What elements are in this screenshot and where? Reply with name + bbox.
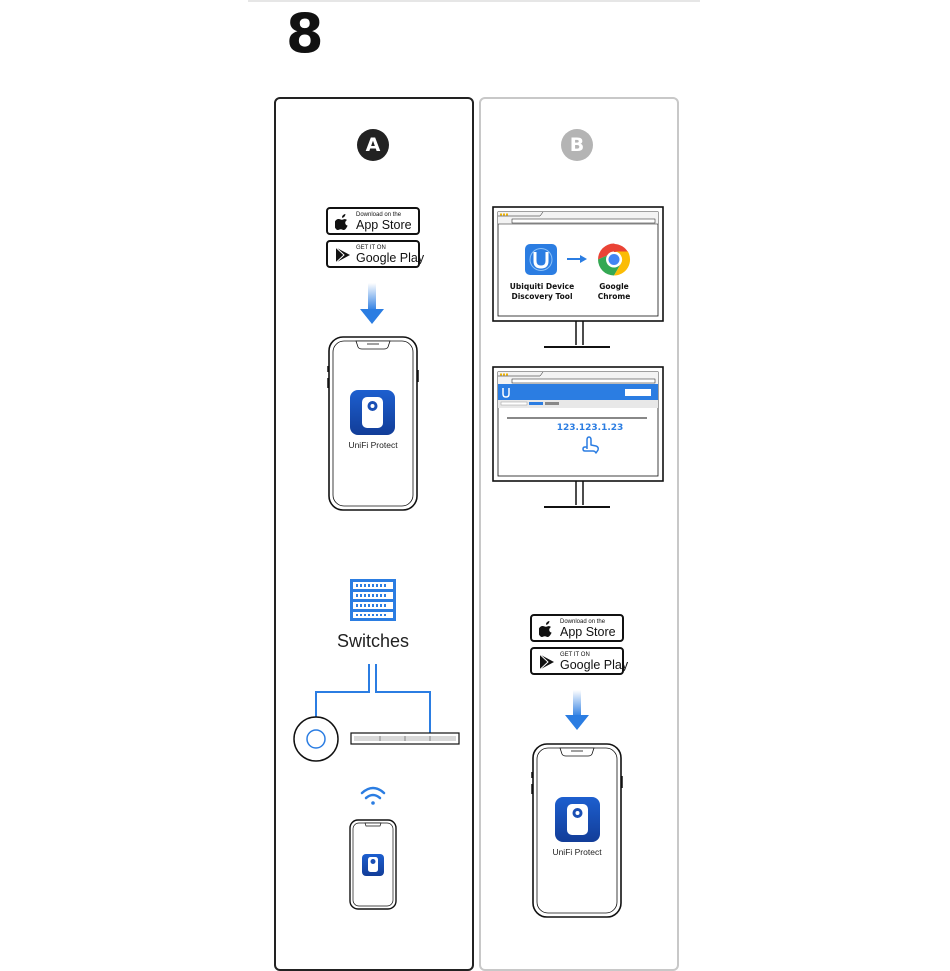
arrow-down-icon (360, 283, 384, 324)
google-play-small-text: GET IT ON (356, 245, 386, 251)
phone-a-app-label: UniFi Protect (348, 440, 398, 450)
switches-label: Switches (336, 631, 410, 651)
unifi-protect-app-icon (555, 797, 600, 842)
app-store-badge-a[interactable]: Download on the App Store (326, 207, 420, 235)
monitor-discovery (492, 206, 664, 348)
app-store-small-text: Download on the (560, 619, 606, 625)
google-play-icon (539, 654, 554, 670)
app-store-big-text: App Store (560, 625, 616, 639)
google-play-big-text: Google Play (560, 658, 629, 672)
arrow-down-icon (565, 690, 589, 730)
google-play-small-text: GET IT ON (560, 652, 590, 658)
network-cables (315, 664, 431, 733)
google-play-icon (335, 247, 350, 263)
badge-b: B (561, 129, 593, 161)
chrome-label-1: Google (599, 282, 629, 291)
access-point-icon (293, 716, 339, 762)
switch-stack-icon (350, 579, 396, 621)
monitor-browser (492, 366, 664, 508)
app-store-badge-b[interactable]: Download on the App Store (530, 614, 624, 642)
step-number: 8 (286, 2, 324, 65)
chrome-label-2: Chrome (597, 292, 631, 301)
badge-a: A (357, 129, 389, 161)
unifi-protect-app-icon (350, 390, 395, 435)
google-play-big-text: Google Play (356, 251, 425, 265)
ip-address-link[interactable]: 123.123.1.23 (556, 423, 624, 433)
discovery-tool-label-1: Ubiquiti Device (509, 282, 575, 291)
illustration-layer (293, 206, 664, 918)
phone-a (327, 336, 419, 511)
chrome-icon (598, 243, 631, 276)
app-store-small-text: Download on the (356, 212, 402, 218)
phone-b-app-label: UniFi Protect (552, 847, 602, 857)
apple-icon (335, 214, 348, 230)
unifi-protect-app-icon (362, 854, 384, 876)
apple-icon (539, 621, 552, 637)
phone-small (349, 819, 397, 910)
network-switch (350, 732, 460, 745)
arrow-right-icon (567, 255, 587, 263)
google-play-badge-a[interactable]: GET IT ON Google Play (326, 240, 424, 268)
app-store-big-text: App Store (356, 218, 412, 232)
google-play-badge-b[interactable]: GET IT ON Google Play (530, 647, 628, 675)
pointer-hand-icon (582, 436, 599, 454)
top-divider (248, 0, 700, 2)
ubiquiti-logo-icon (525, 244, 557, 275)
phone-b (531, 743, 623, 918)
wifi-icon (360, 786, 386, 805)
discovery-tool-label-2: Discovery Tool (511, 292, 573, 301)
